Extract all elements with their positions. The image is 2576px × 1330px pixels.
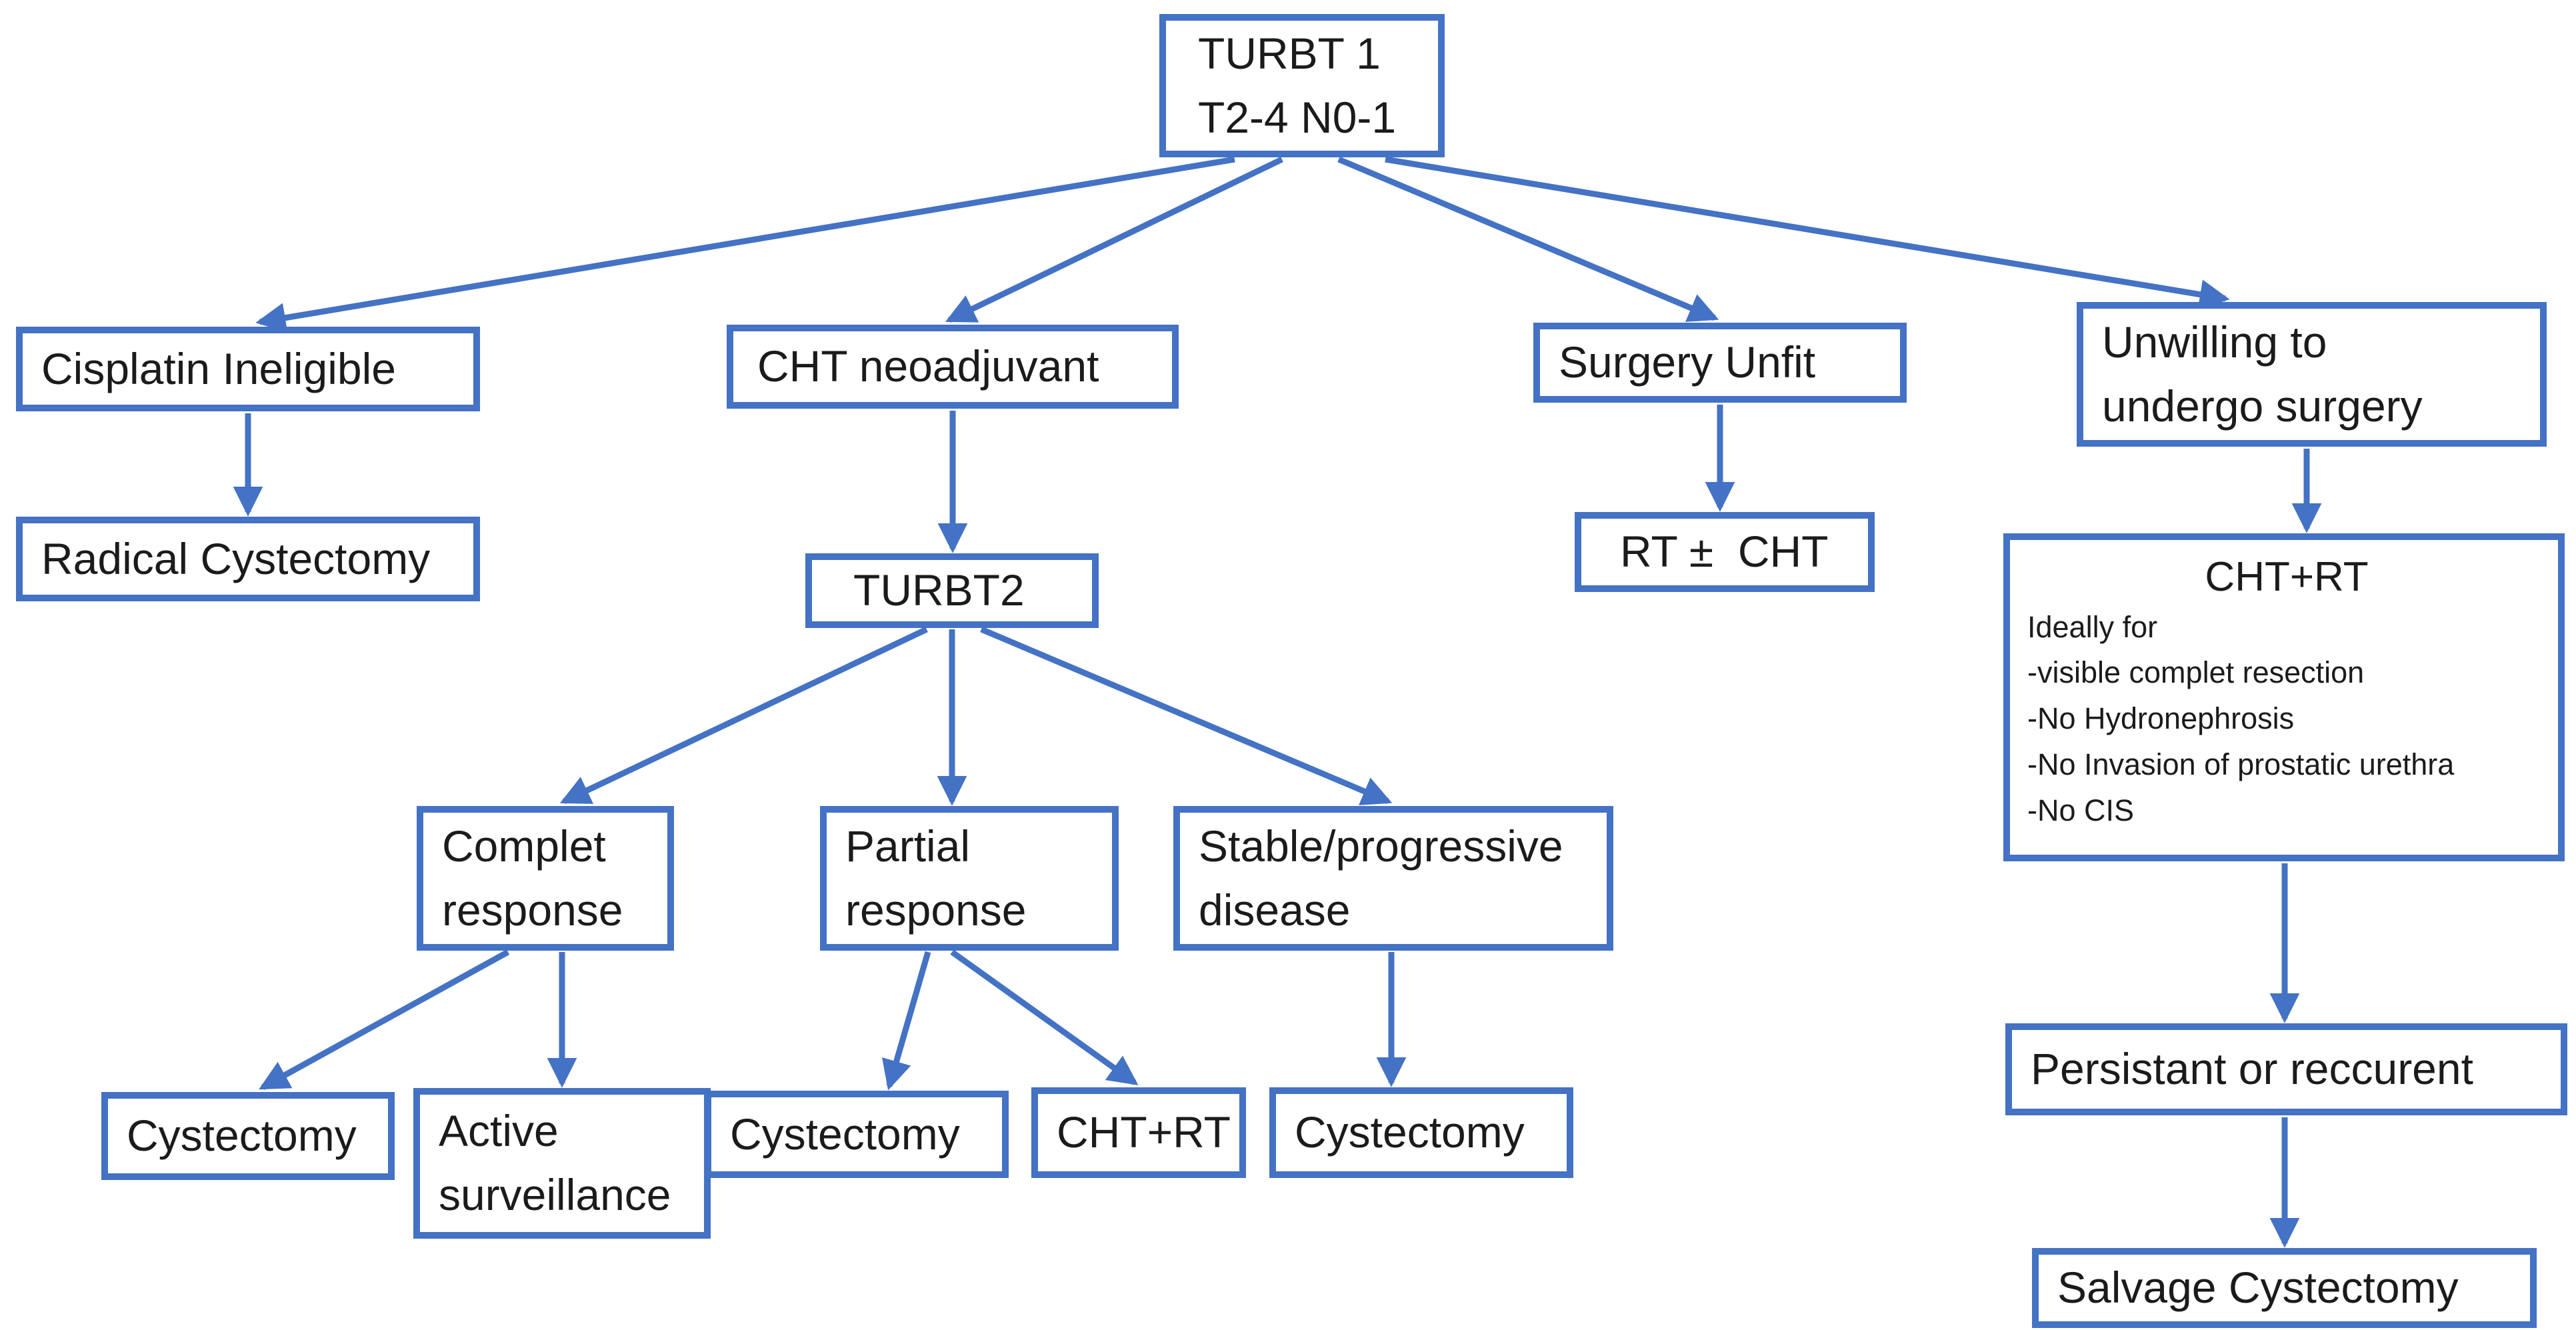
arrow-partial-to-cht-rt xyxy=(950,949,1139,1085)
node-cystectomy-after-stable-label: Cystectomy xyxy=(1295,1107,1525,1157)
node-partial-response-line1: Partial xyxy=(845,821,971,871)
node-cht-rt-detail-line3: -No Hydronephrosis xyxy=(2027,701,2295,736)
node-complet-response-line2: response xyxy=(442,885,623,935)
node-active-surveillance: Active surveillance xyxy=(413,1088,711,1239)
arrow-partial-to-cystectomy xyxy=(881,951,931,1091)
node-cystectomy-after-complet: Cystectomy xyxy=(101,1092,395,1180)
node-turbt2-label: TURBT2 xyxy=(853,565,1025,615)
node-partial-response: Partial response xyxy=(820,806,1119,951)
node-active-surveillance-line2: surveillance xyxy=(439,1170,671,1219)
node-partial-response-line2: response xyxy=(845,885,1027,935)
node-cht-rt-detail-line4: -No Invasion of prostatic urethra xyxy=(2027,747,2455,782)
node-turbt1: TURBT 1 T2-4 N0-1 xyxy=(1159,14,1445,157)
node-cht-rt-detail-line1: Ideally for xyxy=(2027,609,2158,644)
node-cystectomy-after-partial: Cystectomy xyxy=(705,1091,1009,1178)
node-persistant-or-reccurent-label: Persistant or reccurent xyxy=(2031,1044,2473,1094)
arrow-turbt2-to-complet-response xyxy=(559,626,928,805)
node-salvage-cystectomy-label: Salvage Cystectomy xyxy=(2057,1263,2459,1313)
arrow-turbt1-to-cht-neoadjuvant xyxy=(945,156,1283,323)
node-unwilling-surgery: Unwilling to undergo surgery xyxy=(2077,302,2547,447)
node-cystectomy-after-stable: Cystectomy xyxy=(1269,1087,1573,1178)
node-cht-rt-after-partial: CHT+RT xyxy=(1031,1087,1246,1178)
arrow-complet-to-cystectomy xyxy=(259,949,510,1090)
node-cht-rt-detail-title: CHT+RT xyxy=(2205,554,2369,600)
node-turbt1-line2: T2-4 N0-1 xyxy=(1198,92,1397,142)
node-cisplatin-ineligible: Cisplatin Ineligible xyxy=(16,327,480,411)
node-cht-rt-detail-line2: -visible complet resection xyxy=(2027,655,2365,690)
node-complet-response-line1: Complet xyxy=(442,821,606,871)
node-unwilling-surgery-line1: Unwilling to xyxy=(2102,317,2327,367)
node-unwilling-surgery-line2: undergo surgery xyxy=(2102,381,2423,431)
node-stable-progressive-line1: Stable/progressive xyxy=(1199,821,1563,871)
node-cht-neoadjuvant-label: CHT neoadjuvant xyxy=(757,341,1099,391)
node-stable-progressive-disease: Stable/progressive disease xyxy=(1173,806,1613,951)
node-rt-plus-minus-cht-label: RT ± CHT xyxy=(1620,527,1829,577)
node-complet-response: Complet response xyxy=(417,806,674,951)
node-rt-plus-minus-cht: RT ± CHT xyxy=(1575,512,1875,592)
node-surgery-unfit-label: Surgery Unfit xyxy=(1559,337,1816,387)
arrow-turbt1-to-cisplatin-ineligible xyxy=(255,156,1235,333)
node-turbt1-line1: TURBT 1 xyxy=(1198,28,1381,78)
node-surgery-unfit: Surgery Unfit xyxy=(1533,323,1907,403)
node-active-surveillance-line1: Active xyxy=(439,1106,559,1156)
node-turbt2: TURBT2 xyxy=(805,553,1099,628)
node-radical-cystectomy: Radical Cystectomy xyxy=(16,517,480,601)
arrow-turbt2-to-stable-progressive xyxy=(980,626,1393,805)
node-cht-rt-after-partial-label: CHT+RT xyxy=(1057,1107,1231,1157)
node-cisplatin-ineligible-label: Cisplatin Ineligible xyxy=(41,343,396,393)
arrow-turbt1-to-unwilling-surgery xyxy=(1385,156,2230,309)
node-stable-progressive-line2: disease xyxy=(1199,885,1351,935)
node-cystectomy-after-partial-label: Cystectomy xyxy=(730,1109,960,1159)
node-cht-rt-detail-line5: -No CIS xyxy=(2027,793,2135,827)
arrow-turbt1-to-surgery-unfit xyxy=(1337,156,1719,322)
node-cht-rt-detail: CHT+RT Ideally for -visible complet rese… xyxy=(2003,533,2565,861)
node-salvage-cystectomy: Salvage Cystectomy xyxy=(2032,1248,2537,1328)
node-cht-neoadjuvant: CHT neoadjuvant xyxy=(727,325,1179,409)
node-radical-cystectomy-label: Radical Cystectomy xyxy=(41,533,431,583)
node-persistant-or-reccurent: Persistant or reccurent xyxy=(2005,1023,2567,1115)
node-cystectomy-after-complet-label: Cystectomy xyxy=(127,1111,357,1161)
